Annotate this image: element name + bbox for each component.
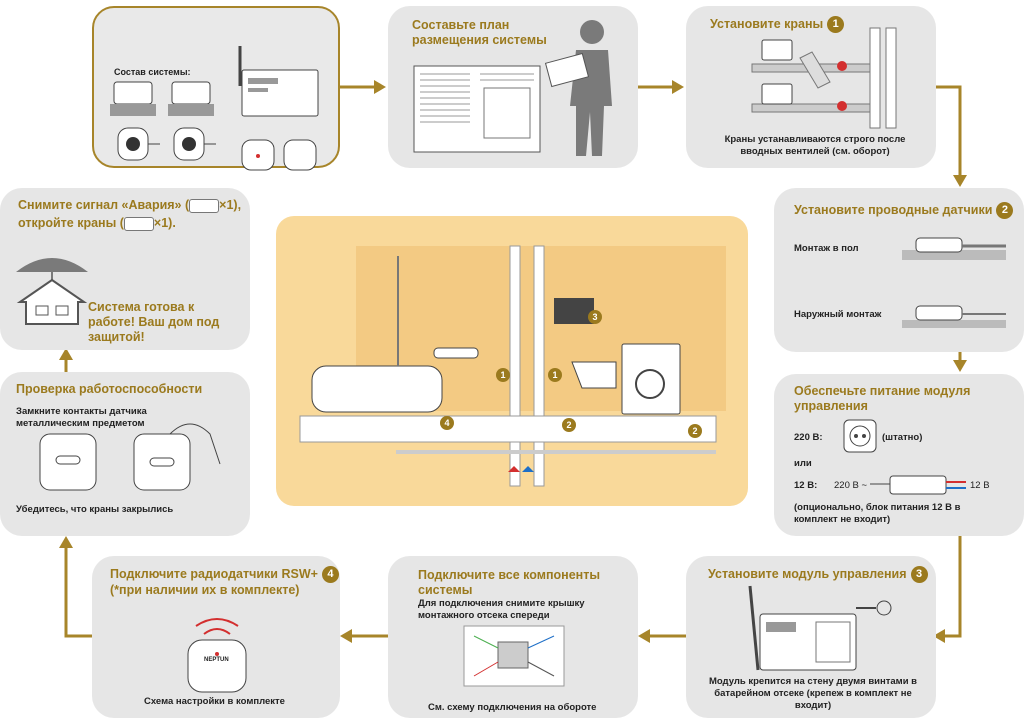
v220-label: 220 В: bbox=[794, 432, 823, 443]
card-radio-sensors: Подключите радиодатчики RSW+4 (*при нали… bbox=[92, 556, 340, 718]
surface-sensor-icon bbox=[902, 305, 1006, 328]
button-icon bbox=[189, 198, 220, 213]
ready-message: Система готова к работе! Ваш дом под защ… bbox=[88, 300, 220, 344]
card-system-contents: Состав системы: bbox=[92, 6, 340, 171]
connect-caption: Для подключения снимите крышку монтажног… bbox=[418, 598, 585, 621]
valves-caption: Краны устанавливаются строго после вводн… bbox=[724, 134, 906, 157]
radio-subtitle: (*при наличии их в комплекте) bbox=[110, 583, 300, 597]
plan-title: Составьте план размещения системы bbox=[412, 18, 547, 47]
marker-4: 4 bbox=[440, 416, 454, 430]
radio-brand: NEPTUN bbox=[204, 657, 229, 663]
sensor-test-icon bbox=[39, 423, 221, 491]
valves-icon bbox=[110, 81, 216, 161]
step-badge: 2 bbox=[996, 202, 1014, 219]
module-caption: Модуль крепится на стену двумя винтами в… bbox=[708, 676, 918, 711]
card-plan: Составьте план размещения системы bbox=[388, 6, 638, 168]
reset-line-1: Снимите сигнал «Авария» (×1), bbox=[18, 198, 242, 213]
input-220-label: 220 В ~ bbox=[834, 480, 868, 491]
standard-label: (штатно) bbox=[882, 432, 923, 443]
radio-caption: Схема настройки в комплекте bbox=[144, 696, 285, 707]
card-check: Проверка работоспособности Замкните конт… bbox=[0, 372, 250, 536]
control-module-icon bbox=[238, 46, 319, 171]
connect-title: Подключите все компоненты системы bbox=[418, 568, 601, 597]
connect-footer: См. схему подключения на обороте bbox=[428, 702, 597, 713]
marker-2a: 2 bbox=[562, 418, 576, 432]
radio-sensor-icon bbox=[187, 618, 247, 693]
or-label: или bbox=[794, 458, 812, 469]
floor-sensor-icon bbox=[902, 237, 1006, 260]
step-badge: 4 bbox=[321, 566, 339, 583]
surface-mount-label: Наружный монтаж bbox=[794, 309, 882, 320]
valve-install-icon bbox=[751, 27, 897, 129]
reset-line-2: откройте краны (×1). bbox=[18, 216, 176, 231]
marker-3: 3 bbox=[588, 310, 602, 324]
check-title: Проверка работоспособности bbox=[16, 382, 203, 396]
check-footer: Убедитесь, что краны закрылись bbox=[16, 504, 174, 515]
step-badge: 1 bbox=[827, 16, 845, 33]
v12-label: 12 В: bbox=[794, 480, 818, 491]
power-title: Обеспечьте питание модуля управления bbox=[794, 384, 971, 413]
document-icon bbox=[413, 65, 541, 153]
card-ready: Снимите сигнал «Авария» (×1), откройте к… bbox=[0, 188, 250, 350]
module-mount-icon bbox=[748, 585, 892, 671]
socket-icon bbox=[843, 419, 877, 453]
marker-1a: 1 bbox=[496, 368, 510, 382]
person-with-plan-icon bbox=[544, 20, 612, 156]
marker-2b: 2 bbox=[688, 424, 702, 438]
wiring-scheme-icon bbox=[463, 625, 565, 687]
output-12-label: 12 В bbox=[970, 480, 990, 491]
bathroom-scheme: 1 1 2 2 3 4 bbox=[276, 216, 748, 506]
power-adapter-icon bbox=[870, 475, 966, 495]
card-connect: Подключите все компоненты системы Для по… bbox=[388, 556, 638, 718]
marker-1b: 1 bbox=[548, 368, 562, 382]
bathroom-illustration bbox=[299, 245, 726, 487]
system-contents-label: Состав системы: bbox=[114, 67, 191, 77]
button-icon bbox=[123, 216, 154, 231]
floor-mount-label: Монтаж в пол bbox=[794, 243, 859, 254]
card-power: Обеспечьте питание модуля управления 220… bbox=[774, 374, 1024, 536]
check-caption: Замкните контакты датчика металлическим … bbox=[16, 406, 147, 429]
step-badge: 3 bbox=[910, 566, 928, 583]
radio-title: Подключите радиодатчики RSW+4 bbox=[110, 566, 339, 583]
house-umbrella-icon bbox=[16, 258, 88, 325]
power-note: (опционально, блок питания 12 В в компле… bbox=[794, 502, 961, 525]
